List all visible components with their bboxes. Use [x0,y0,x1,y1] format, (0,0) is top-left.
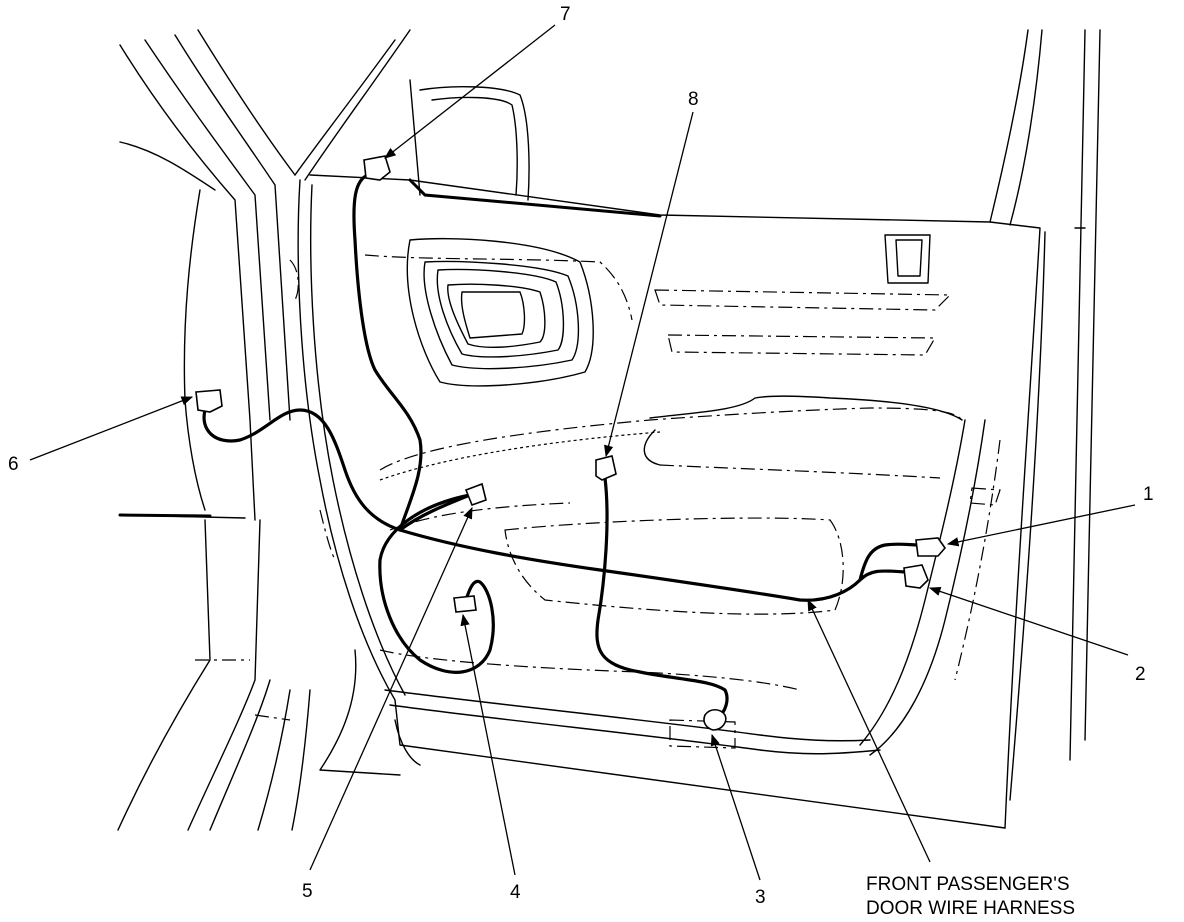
callout-6: 6 [8,454,19,475]
callout-5: 5 [302,881,313,902]
callout-2: 2 [1135,664,1146,685]
caption-line-2: DOOR WIRE HARNESS [866,898,1075,919]
callout-1: 1 [1143,484,1154,505]
callout-7: 7 [560,4,571,25]
callout-3: 3 [755,887,766,908]
main-harness-line [202,408,907,602]
connector-4 [453,595,477,613]
door-frame [297,29,1101,829]
connector-8 [595,455,617,481]
door-trim-panel [289,234,1001,776]
connector-2 [903,564,929,589]
caption-line-1: FRONT PASSENGER'S [866,874,1070,895]
connector-3 [703,708,727,731]
connectors [195,155,947,731]
callout-8: 8 [688,89,699,110]
wire-harness [202,173,920,720]
leader-lines [29,24,1136,881]
callout-4: 4 [510,882,521,903]
connector-6 [195,389,223,413]
connector-1 [915,537,947,557]
connector-7 [363,155,391,181]
body-pillar [117,29,411,831]
connector-5 [464,482,487,507]
